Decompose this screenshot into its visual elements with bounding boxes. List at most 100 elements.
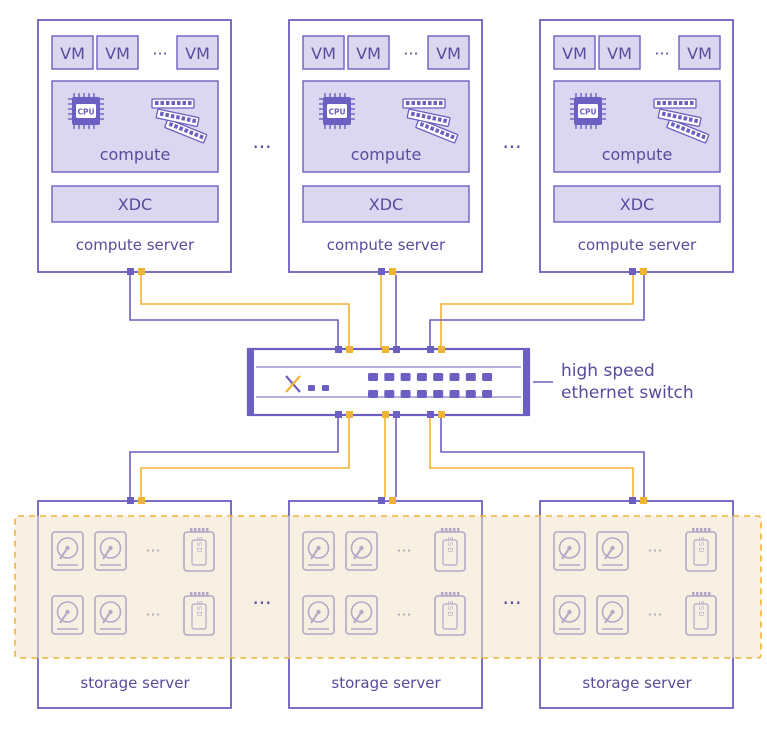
switch-port: [482, 373, 493, 381]
switch-ear-right: [523, 349, 529, 415]
storage-server-label: storage server: [80, 674, 190, 692]
switch-label-line1: high speed: [561, 361, 655, 381]
switch-port: [368, 390, 378, 398]
vm-label: VM: [562, 44, 587, 63]
xdc-panel: [51, 185, 219, 223]
switch-uplink-port: [427, 346, 434, 353]
port-purple: [378, 497, 385, 504]
port-orange: [640, 497, 647, 504]
cable-compute1-orange: [140, 275, 350, 349]
switch-port: [465, 373, 476, 381]
vm-label: VM: [687, 44, 712, 63]
compute-server-label: compute server: [327, 236, 446, 254]
vm-box: [347, 35, 390, 70]
port-orange: [640, 268, 647, 275]
switch-port: [416, 390, 427, 398]
switch-ear-left: [248, 349, 254, 415]
switch-uplink-port: [346, 346, 353, 353]
switch-uplink-port: [438, 346, 445, 353]
cpu-icon: CPU: [68, 93, 104, 129]
vm-box: [598, 35, 641, 70]
xdc-label: XDC: [620, 195, 654, 214]
cpu-label: CPU: [579, 108, 596, 117]
switch-downlink-port: [382, 411, 389, 418]
vm-ellipsis: ···: [654, 44, 669, 63]
cable-compute3-purple: [429, 275, 645, 349]
cable-compute1-purple: [129, 275, 339, 349]
switch-port: [465, 390, 476, 398]
switch-downlink-port: [346, 411, 353, 418]
memory-icon: [402, 98, 459, 144]
compute-label: compute: [602, 145, 673, 164]
switch-port: [400, 373, 411, 381]
switch-label-line2: ethernet switch: [561, 383, 694, 403]
switch-uplink-port: [382, 346, 389, 353]
memory-icon: [151, 98, 208, 144]
port-purple: [127, 268, 134, 275]
vm-box: [553, 35, 596, 70]
storage-server-label: storage server: [582, 674, 692, 692]
compute-server-label: compute server: [76, 236, 195, 254]
vm-label: VM: [105, 44, 130, 63]
storage-server-label: storage server: [331, 674, 441, 692]
vm-label: VM: [311, 44, 336, 63]
compute-gap-ellipsis-2: ···: [502, 135, 521, 159]
switch-port: [368, 373, 378, 381]
vm-label: VM: [356, 44, 381, 63]
switch-downlink-port: [427, 411, 434, 418]
switch-port: [416, 373, 427, 381]
switch-port: [482, 390, 493, 398]
switch-uplink-port: [335, 346, 342, 353]
switch-downlink-port: [335, 411, 342, 418]
xdc-label: XDC: [118, 195, 152, 214]
switch-logo-icon: [285, 375, 301, 393]
status-led: [322, 385, 329, 391]
cable-storage3-orange: [429, 415, 634, 497]
vm-label: VM: [436, 44, 461, 63]
cable-storage3-purple: [440, 415, 645, 497]
port-orange: [389, 268, 396, 275]
port-purple: [127, 497, 134, 504]
cable-links: [129, 275, 645, 497]
status-led: [308, 385, 315, 391]
switch-downlink-port: [438, 411, 445, 418]
compute-label: compute: [100, 145, 171, 164]
switch-port: [400, 390, 411, 398]
switch-downlink-port: [393, 411, 400, 418]
switch-port: [384, 390, 395, 398]
switch-port: [449, 390, 460, 398]
switch-port: [433, 390, 444, 398]
storage-gap-ellipsis-1: ···: [252, 591, 271, 615]
switch-port: [433, 373, 444, 381]
xdc-panel: [553, 185, 721, 223]
port-orange: [389, 497, 396, 504]
xdc-panel: [302, 185, 470, 223]
port-purple: [629, 497, 636, 504]
vm-box: [176, 35, 219, 70]
vm-box: [302, 35, 345, 70]
xdc-label: XDC: [369, 195, 403, 214]
switch-uplink-port: [393, 346, 400, 353]
vm-label: VM: [185, 44, 210, 63]
port-orange: [138, 268, 145, 275]
cable-storage1-orange: [140, 415, 350, 497]
vm-box: [427, 35, 470, 70]
cpu-icon: CPU: [570, 93, 606, 129]
compute-label: compute: [351, 145, 422, 164]
storage-pool-zone: [14, 515, 762, 659]
vm-box: [51, 35, 94, 70]
ethernet-switch: [246, 346, 531, 418]
cpu-icon: CPU: [319, 93, 355, 129]
switch-port: [449, 373, 460, 381]
cable-compute3-orange: [440, 275, 634, 349]
port-purple: [378, 268, 385, 275]
port-orange: [138, 497, 145, 504]
